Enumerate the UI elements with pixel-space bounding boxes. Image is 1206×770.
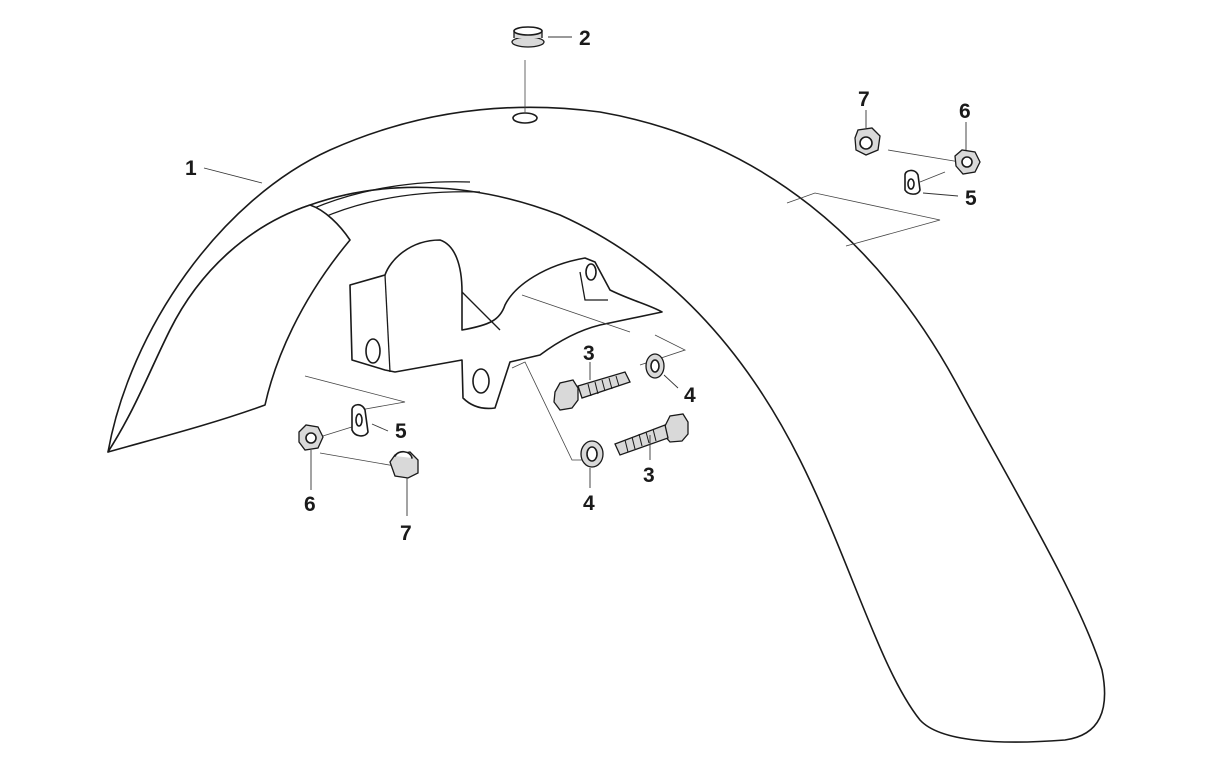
- bolt-upper-part: [553, 371, 631, 411]
- nut-right-part: [954, 149, 981, 175]
- front-fender: [107, 106, 1106, 743]
- washer-lower-part: [580, 440, 604, 468]
- tab-washer-right-part: [904, 169, 921, 195]
- callout-leaders: [203, 36, 967, 516]
- callout-6-nut-left: 6: [304, 493, 316, 516]
- callout-7-acorn-nut-left: 7: [400, 522, 412, 545]
- nut-left-part: [298, 424, 324, 451]
- callout-4-washer-lower: 4: [583, 492, 595, 515]
- callout-6-nut-right: 6: [959, 100, 971, 123]
- callout-5-tab-washer-left: 5: [395, 420, 407, 443]
- grommet-part: [511, 26, 545, 48]
- tab-washer-left-part: [351, 403, 369, 437]
- acorn-nut-left-part: [389, 450, 419, 479]
- acorn-nut-right-part: [854, 127, 881, 156]
- callout-5-tab-washer-right: 5: [965, 187, 977, 210]
- callout-1-fender: 1: [185, 157, 197, 180]
- callout-4-washer-upper: 4: [684, 384, 696, 407]
- callout-2-grommet: 2: [579, 27, 591, 50]
- washer-upper-part: [645, 353, 665, 379]
- callout-numbers: 1 2 3 3 4 4 5 5 6 6 7 7: [185, 27, 977, 545]
- callout-7-acorn-nut-right: 7: [858, 88, 870, 111]
- bolt-lower-part: [614, 413, 689, 456]
- callout-3-bolt-lower: 3: [643, 464, 655, 487]
- callout-3-bolt-upper: 3: [583, 342, 595, 365]
